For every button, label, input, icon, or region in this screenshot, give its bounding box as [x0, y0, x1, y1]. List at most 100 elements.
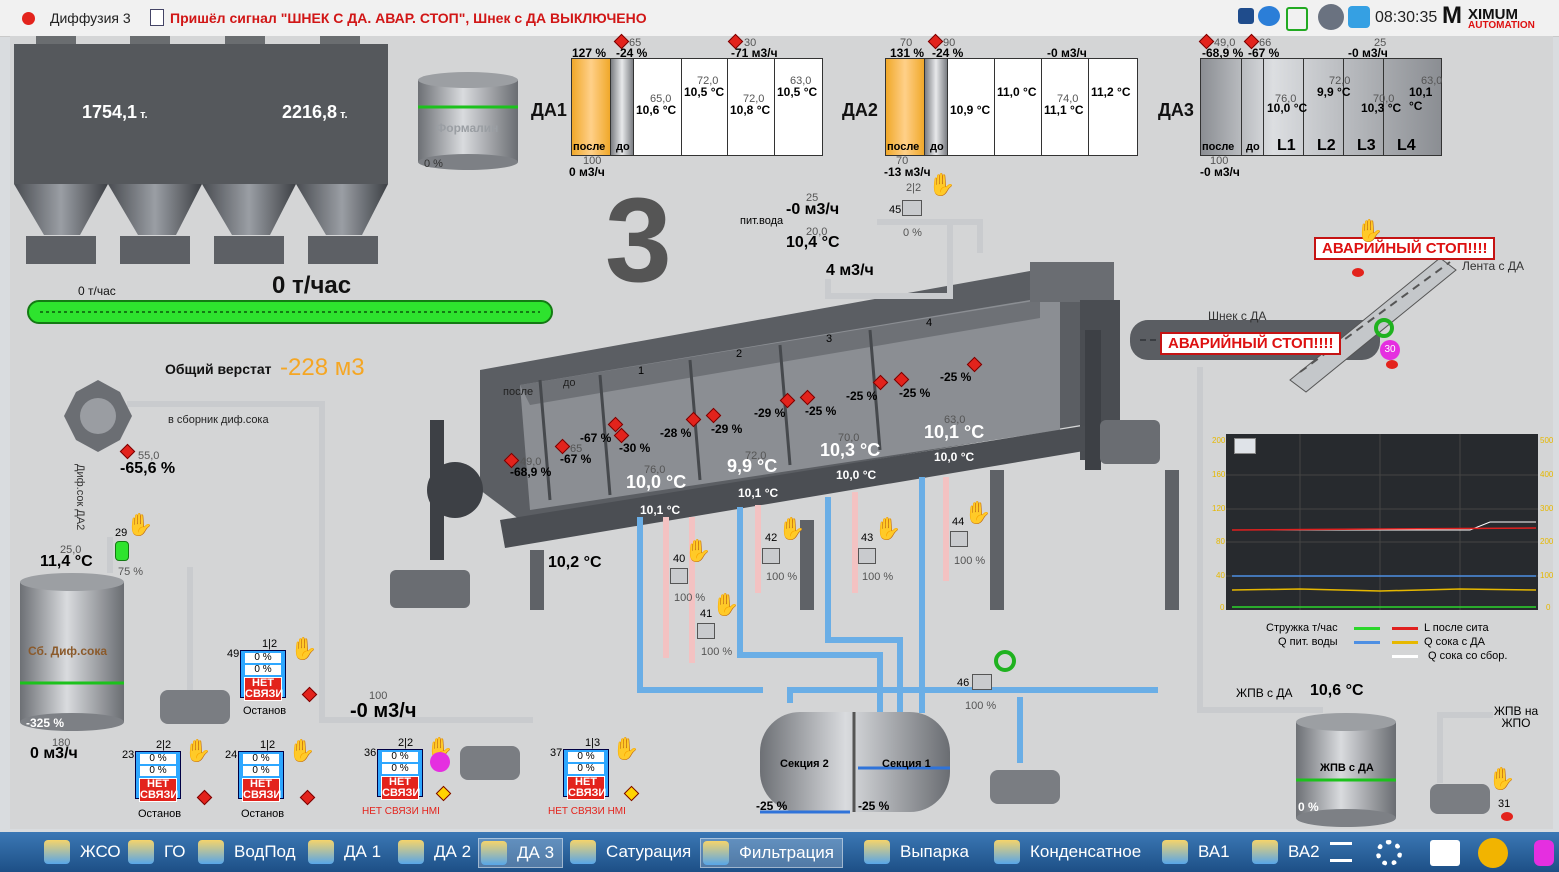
- hand-icon[interactable]: ✋: [712, 592, 740, 617]
- belt-alarm-banner[interactable]: АВАРИЙНЫЙ СТОП!!!!: [1314, 237, 1496, 260]
- settings-icon[interactable]: [1238, 8, 1254, 24]
- juice-pipe-temp: 10,2 °C: [548, 554, 602, 571]
- menu-icon[interactable]: [1330, 842, 1352, 862]
- juice-tank-level: -325 %: [26, 716, 65, 730]
- pump-num: 24: [225, 749, 238, 761]
- juice-temp: 11,4 °C: [40, 553, 93, 570]
- taskbar-item-da3[interactable]: ДА 3: [478, 838, 564, 868]
- hand-icon[interactable]: ✋: [126, 512, 154, 537]
- diffuser-level: -67 %: [580, 431, 612, 445]
- section-1-label: Секция 1: [882, 758, 931, 770]
- trend-y-left-tick: 40: [1216, 571, 1225, 580]
- da2-panel[interactable]: ДА2 70 90 131 % -24 % -0 м3/ч после до 1…: [842, 33, 1142, 184]
- heater-valve[interactable]: [950, 531, 968, 547]
- hand-icon[interactable]: ✋: [184, 738, 212, 763]
- taskbar-item-va1[interactable]: ВА1: [1160, 838, 1230, 866]
- pump-control-panel[interactable]: 0 %0 % НЕТ СВЯЗИ: [377, 749, 423, 800]
- diffuser-sp-after: 49,0: [520, 456, 542, 468]
- feed-water-valve[interactable]: [902, 200, 922, 216]
- taskbar-item-go[interactable]: ГО: [126, 838, 185, 866]
- taskbar-item-va2[interactable]: ВА2: [1250, 838, 1320, 866]
- pump-control-panel[interactable]: 0 %0 % НЕТ СВЯЗИ: [135, 751, 181, 802]
- pump-num: 36: [364, 747, 377, 759]
- taskbar-item-condensate[interactable]: Конденсатное: [992, 838, 1141, 866]
- hand-icon[interactable]: ✋: [288, 738, 316, 763]
- screw-stop-button[interactable]: [1386, 360, 1398, 369]
- da2-before-pct: -24 %: [932, 46, 964, 60]
- pump-control-panel[interactable]: 0 %0 % НЕТ СВЯЗИ: [563, 749, 609, 800]
- juice-pipe-label: Диф.сок ДА2: [74, 464, 86, 531]
- alarm-message[interactable]: Пришёл сигнал "ШНЕК С ДА. АВАР. СТОП", Ш…: [170, 10, 647, 26]
- taskbar-item-da2[interactable]: ДА 2: [396, 838, 471, 866]
- chat-icon[interactable]: [1258, 6, 1280, 26]
- heater-valve-pos: 100 %: [701, 646, 733, 658]
- touch-icon[interactable]: [1534, 840, 1554, 866]
- feed-water-sp: 25: [806, 192, 819, 204]
- hand-icon[interactable]: ✋: [1488, 766, 1516, 791]
- trend-legend-label: Q сока со сбор.: [1428, 650, 1508, 662]
- heater-valve[interactable]: [697, 623, 715, 639]
- screen-icon: [1252, 840, 1278, 864]
- refresh-icon[interactable]: [1374, 318, 1394, 338]
- hand-icon[interactable]: ✋: [1356, 218, 1384, 243]
- heater-valve[interactable]: [762, 548, 780, 564]
- da3-gauge: после до 76,0 10,0 °C 72,0 9,9 °C 70,0 1…: [1200, 58, 1442, 156]
- screen-icon: [198, 840, 224, 864]
- diffuser-level: -25 %: [899, 386, 931, 400]
- app-title: Диффузия 3: [50, 10, 131, 26]
- taskbar-item-filtration[interactable]: Фильтрация: [700, 838, 844, 868]
- pump-num: 49: [227, 648, 240, 660]
- network-icon[interactable]: [1286, 7, 1308, 31]
- taskbar-item-da1[interactable]: ДА 1: [306, 838, 381, 866]
- juice-valve[interactable]: [115, 541, 129, 561]
- press-water-tank: [1296, 713, 1396, 827]
- press-water-pump-num: 31: [1498, 798, 1511, 810]
- hand-icon[interactable]: ✋: [612, 736, 640, 761]
- da1-panel[interactable]: ДА1 65 30 127 % -24 % -71 м3/ч после до …: [531, 33, 831, 184]
- pump-control-panel[interactable]: 0 %0 % НЕТ СВЯЗИ: [240, 650, 286, 701]
- taskbar-item-vodpod[interactable]: ВодПод: [196, 838, 296, 866]
- heater-valve-num: 43: [861, 532, 874, 544]
- taskbar-item-saturation[interactable]: Сатурация: [568, 838, 691, 866]
- section-valve[interactable]: [972, 674, 992, 690]
- section-valve-num: 46: [957, 677, 970, 689]
- engineer-icon[interactable]: [1478, 838, 1508, 868]
- screw-alarm-banner[interactable]: АВАРИЙНЫЙ СТОП!!!!: [1160, 332, 1342, 355]
- screen-icon: [128, 840, 154, 864]
- hand-icon[interactable]: ✋: [964, 500, 992, 525]
- pump-control-panel[interactable]: 0 %0 % НЕТ СВЯЗИ: [238, 751, 284, 802]
- da3-panel[interactable]: ДА3 49,0 66 25 -68,9 % -67 % -0 м3/ч пос…: [1158, 33, 1458, 184]
- alarm-indicator-icon: [22, 12, 35, 25]
- trend-icon[interactable]: [1430, 840, 1460, 866]
- section-tank: [760, 712, 950, 814]
- taskbar-item-zhso[interactable]: ЖСО: [42, 838, 121, 866]
- heater-temp: 10,0 °C: [934, 450, 975, 464]
- da2-gauge: после до 10,9 °C 11,0 °C 74,0 11,1 °C 11…: [885, 58, 1138, 156]
- trend-chart[interactable]: [1226, 434, 1538, 610]
- heater-temp: 10,1 °C: [640, 503, 681, 517]
- heater-valve[interactable]: [670, 568, 688, 584]
- hand-icon[interactable]: ✋: [684, 538, 712, 563]
- trend-menu-icon[interactable]: [1234, 438, 1256, 454]
- refresh-icon[interactable]: [994, 650, 1016, 672]
- belt-stop-button[interactable]: [1352, 268, 1364, 277]
- hand-icon[interactable]: ✋: [874, 516, 902, 541]
- touch-icon[interactable]: [430, 752, 450, 772]
- bunker-right-weight: 2216,8 т.: [282, 102, 348, 122]
- heater-valve[interactable]: [858, 548, 876, 564]
- diffuser-level: -29 %: [711, 422, 743, 436]
- diffuser-temp: 10,1 °C: [924, 422, 985, 442]
- press-water-label: ЖПВ с ДА: [1236, 686, 1293, 700]
- pump-stop-button[interactable]: [1501, 812, 1513, 821]
- da2-sp-before: 90: [943, 37, 956, 49]
- screw-badge[interactable]: 30: [1380, 340, 1400, 360]
- telegram-icon[interactable]: [1348, 6, 1370, 28]
- heater-valve-num: 41: [700, 608, 713, 620]
- user-icon[interactable]: [1318, 4, 1344, 30]
- hand-icon[interactable]: ✋: [778, 516, 806, 541]
- hand-icon[interactable]: ✋: [928, 172, 956, 197]
- gear-icon[interactable]: [1376, 840, 1402, 866]
- taskbar-item-evaporation[interactable]: Выпарка: [862, 838, 969, 866]
- pump-num: 23: [122, 749, 135, 761]
- hand-icon[interactable]: ✋: [290, 636, 318, 661]
